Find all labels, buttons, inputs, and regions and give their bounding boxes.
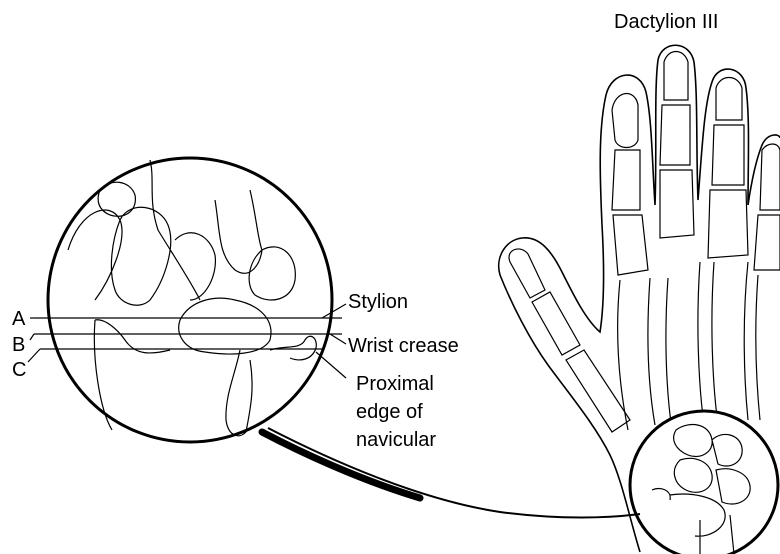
magnifier-connector <box>268 428 640 518</box>
leader-wrist-crease <box>330 334 346 344</box>
navicular-label-line3: navicular <box>356 429 436 451</box>
level-letter-b: B <box>12 334 25 356</box>
wrist-detail-circle-small <box>630 411 778 554</box>
small-magnifier-circle <box>630 411 778 554</box>
thumb-bones <box>509 249 630 432</box>
metacarpals <box>618 262 760 430</box>
navicular-label-line2: edge of <box>356 401 423 423</box>
level-letter-c: C <box>12 359 26 381</box>
level-letter-a: A <box>12 308 26 330</box>
wrist-crease-label: Wrist crease <box>348 335 459 357</box>
wrist-detail-circle-large <box>28 158 346 442</box>
navicular-label-line1: Proximal <box>356 373 434 395</box>
dactylion-label: Dactylion III <box>614 11 718 33</box>
leader-b <box>30 334 34 340</box>
leader-navicular <box>316 352 346 378</box>
stylion-label: Stylion <box>348 291 408 313</box>
leader-c <box>28 349 40 362</box>
